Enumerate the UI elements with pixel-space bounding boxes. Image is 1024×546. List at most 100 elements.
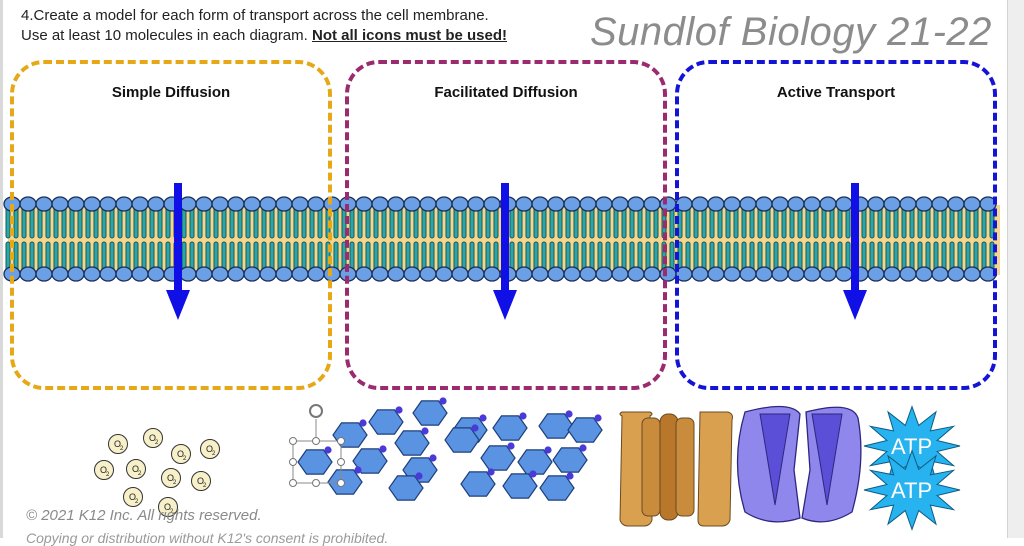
svg-text:O: O xyxy=(197,476,204,486)
glucose-molecule[interactable] xyxy=(444,424,480,453)
simple-diffusion-box: Simple Diffusion xyxy=(10,60,332,390)
svg-text:O: O xyxy=(132,464,139,474)
channel-protein-icon[interactable] xyxy=(736,405,862,523)
svg-text:O: O xyxy=(164,502,171,512)
active-transport-box: Active Transport xyxy=(675,60,997,390)
carrier-protein-icon[interactable] xyxy=(619,411,733,527)
phospholipid xyxy=(547,196,565,282)
glucose-molecule[interactable] xyxy=(412,397,448,426)
oxygen-molecule[interactable]: O2 xyxy=(126,459,146,479)
svg-text:2: 2 xyxy=(138,471,142,477)
glucose-molecule[interactable] xyxy=(567,414,603,443)
phospholipid xyxy=(931,196,949,282)
phospholipid xyxy=(883,196,901,282)
slide-scrollbar[interactable] xyxy=(1007,0,1024,538)
oxygen-molecule[interactable]: O2 xyxy=(158,497,178,517)
phospholipid xyxy=(595,196,613,282)
oxygen-molecule[interactable]: O2 xyxy=(191,471,211,491)
glucose-molecule[interactable] xyxy=(368,406,404,435)
glucose-molecule[interactable] xyxy=(492,412,528,441)
down-arrow-facilitated[interactable] xyxy=(493,183,517,320)
glucose-molecule[interactable] xyxy=(388,472,424,501)
phospholipid xyxy=(259,196,277,282)
svg-text:O: O xyxy=(149,433,156,443)
phospholipid xyxy=(355,196,373,282)
phospholipid xyxy=(83,196,101,282)
phospholipid xyxy=(147,196,165,282)
course-watermark: Sundlof Biology 21-22 xyxy=(590,10,992,54)
phospholipid xyxy=(675,196,693,282)
phospholipid xyxy=(195,196,213,282)
simple-diffusion-title: Simple Diffusion xyxy=(111,84,231,101)
svg-text:2: 2 xyxy=(120,446,124,452)
selection-handles[interactable] xyxy=(289,404,345,487)
oxygen-molecule[interactable]: O2 xyxy=(161,468,181,488)
copyright-notice: © 2021 K12 Inc. All rights reserved. xyxy=(26,507,262,524)
phospholipid xyxy=(739,196,757,282)
atp-icon[interactable]: ATP xyxy=(863,449,961,531)
svg-text:2: 2 xyxy=(183,456,187,462)
phospholipid xyxy=(515,196,533,282)
phospholipid xyxy=(451,196,469,282)
phospholipid xyxy=(611,196,629,282)
glucose-molecule[interactable] xyxy=(352,445,388,474)
oxygen-molecule[interactable]: O2 xyxy=(108,434,128,454)
oxygen-molecule[interactable]: O2 xyxy=(123,487,143,507)
down-arrow-active[interactable] xyxy=(843,183,867,320)
glucose-molecule[interactable] xyxy=(460,468,496,497)
glucose-molecule[interactable] xyxy=(394,427,430,456)
phospholipid xyxy=(707,196,725,282)
glucose-molecule[interactable] xyxy=(539,472,575,501)
phospholipid xyxy=(963,196,981,282)
oxygen-molecule[interactable]: O2 xyxy=(200,439,220,459)
svg-text:2: 2 xyxy=(212,451,216,457)
glucose-molecule[interactable] xyxy=(552,444,588,473)
glucose-molecule[interactable] xyxy=(297,446,333,475)
svg-text:2: 2 xyxy=(203,483,207,489)
phospholipid xyxy=(643,196,661,282)
phospholipid xyxy=(819,196,837,282)
svg-text:2: 2 xyxy=(106,472,110,478)
phospholipid xyxy=(243,196,261,282)
svg-text:O: O xyxy=(114,439,121,449)
phospholipid xyxy=(755,196,773,282)
phospholipid xyxy=(787,196,805,282)
phospholipid xyxy=(371,196,389,282)
phospholipid xyxy=(835,196,853,282)
glucose-molecule[interactable] xyxy=(517,446,553,475)
slide-left-edge xyxy=(0,0,3,538)
phospholipid xyxy=(99,196,117,282)
svg-text:O: O xyxy=(167,473,174,483)
glucose-molecule[interactable] xyxy=(538,410,574,439)
svg-text:ATP: ATP xyxy=(891,478,932,503)
glucose-molecule[interactable] xyxy=(502,470,538,499)
phospholipid xyxy=(19,196,37,282)
phospholipid xyxy=(387,196,405,282)
phospholipid xyxy=(627,196,645,282)
rotate-handle-icon[interactable] xyxy=(309,404,323,418)
phospholipid xyxy=(723,196,741,282)
svg-text:O: O xyxy=(100,465,107,475)
phospholipid xyxy=(691,196,709,282)
copyright-notice-cut: Copying or distribution without K12's co… xyxy=(26,530,389,546)
phospholipid xyxy=(483,196,501,282)
phospholipid xyxy=(51,196,69,282)
instructions-line-2: Use at least 10 molecules in each diagra… xyxy=(21,26,507,46)
phospholipid xyxy=(67,196,85,282)
phospholipid xyxy=(915,196,933,282)
phospholipid xyxy=(947,196,965,282)
instructions-line-1: 4.Create a model for each form of transp… xyxy=(21,7,489,24)
oxygen-molecule[interactable]: O2 xyxy=(94,460,114,480)
phospholipid xyxy=(803,196,821,282)
oxygen-molecule[interactable]: O2 xyxy=(171,444,191,464)
glucose-molecule[interactable] xyxy=(327,466,363,495)
glucose-molecule[interactable] xyxy=(480,442,516,471)
phospholipid xyxy=(211,196,229,282)
phospholipid xyxy=(275,196,293,282)
down-arrow-simple[interactable] xyxy=(166,183,190,320)
oxygen-molecule[interactable]: O2 xyxy=(143,428,163,448)
phospholipid xyxy=(531,196,549,282)
